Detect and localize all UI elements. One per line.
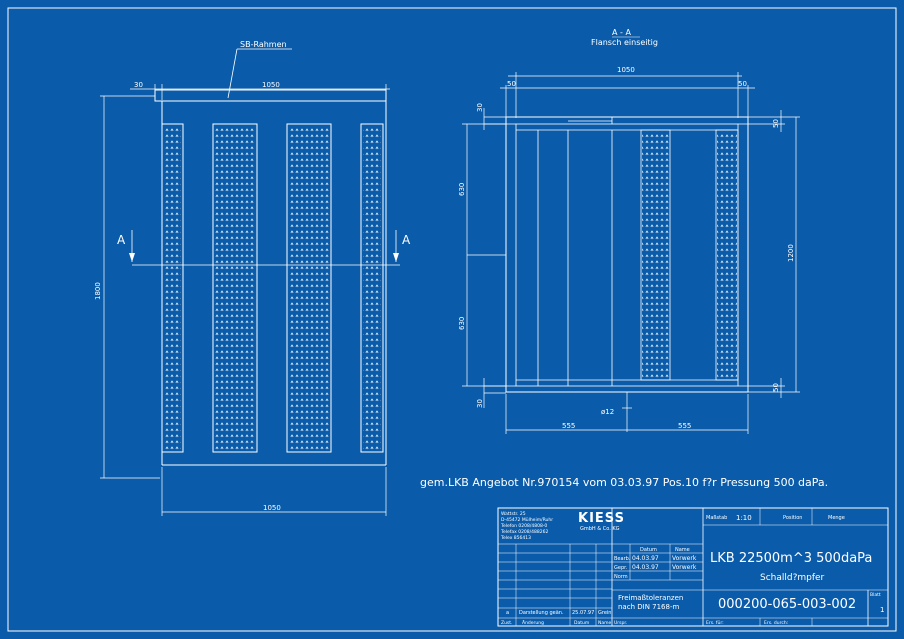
change-index: a bbox=[506, 610, 509, 616]
address-line: Wattstr. 25 bbox=[501, 511, 526, 517]
dim-bottom-30: 30 bbox=[476, 399, 484, 408]
row-name: Vorwerk bbox=[672, 564, 697, 571]
section-marker-left: A bbox=[117, 233, 126, 247]
title-block: Wattstr. 25 D-45472 Mülheim/Ruhr Telefon… bbox=[497, 507, 889, 627]
front-frame bbox=[154, 89, 387, 102]
dim-555-left: 555 bbox=[562, 422, 575, 430]
dim-left-50: 50 bbox=[507, 80, 516, 88]
footer-label: Änderung bbox=[522, 619, 544, 626]
order-note: gem.LKB Angebot Nr.970154 vom 03.03.97 P… bbox=[420, 476, 828, 489]
scale-value: 1:10 bbox=[736, 514, 752, 522]
scale-label: Maßstab bbox=[706, 515, 727, 521]
footer-label: Name bbox=[598, 620, 612, 626]
company-logo-sub: GmbH & Co. KG bbox=[580, 526, 620, 532]
drawing-border bbox=[7, 7, 897, 632]
dim-top-width: 1050 bbox=[262, 81, 280, 89]
footer-label: Zust. bbox=[501, 620, 512, 626]
address-line: Telefax 0208/488262 bbox=[500, 529, 548, 535]
section-marker-right: A bbox=[402, 233, 411, 247]
tolerance-line1: Freimaßtoleranzen bbox=[618, 594, 683, 602]
section-title: A - A bbox=[612, 28, 631, 37]
name-header: Name bbox=[675, 547, 690, 553]
date-header: Datum bbox=[640, 547, 657, 553]
row-label: Bearb. bbox=[614, 556, 631, 562]
dim-630-bottom: 630 bbox=[458, 317, 466, 330]
dim-top-left: 30 bbox=[134, 81, 143, 89]
dim-section-height: 1200 bbox=[787, 244, 795, 262]
dim-right-50: 50 bbox=[738, 80, 747, 88]
position-label: Position bbox=[783, 515, 802, 521]
address-line: Telex 856413 bbox=[500, 535, 531, 541]
row-date: 04.03.97 bbox=[632, 555, 659, 562]
dim-bottom-width: 1050 bbox=[263, 504, 281, 512]
sheet-value: 1 bbox=[880, 606, 884, 614]
section-view: A - A Flansch einseitig 1050 50 50 30 bbox=[458, 28, 800, 434]
row-date: 04.03.97 bbox=[632, 564, 659, 571]
footer-label: Ers. durch: bbox=[764, 620, 788, 626]
baffle-hatch bbox=[164, 126, 181, 450]
dim-right-top-50: 50 bbox=[772, 119, 780, 128]
footer-label: Urspr. bbox=[614, 620, 627, 626]
footer-label: Datum bbox=[574, 620, 589, 626]
quantity-label: Menge bbox=[828, 515, 845, 521]
company-logo: KIESS bbox=[578, 511, 625, 526]
address-line: D-45472 Mülheim/Ruhr bbox=[501, 517, 553, 523]
change-name: Grein bbox=[598, 610, 611, 616]
dim-width: 1050 bbox=[617, 66, 635, 74]
footer-label: Ers. für: bbox=[706, 620, 724, 626]
change-text: Darstellung geän. bbox=[519, 610, 564, 616]
row-label: Gepr. bbox=[614, 565, 628, 571]
section-subtitle: Flansch einseitig bbox=[591, 38, 658, 47]
section-baffle-hatch bbox=[642, 131, 669, 379]
frame-label: SB-Rahmen bbox=[240, 40, 287, 49]
drawing-subtitle: Schalld?mpfer bbox=[760, 573, 825, 583]
drawing-number: 000200-065-003-002 bbox=[718, 597, 856, 612]
dim-555-right: 555 bbox=[678, 422, 691, 430]
dim-630-top: 630 bbox=[458, 183, 466, 196]
tolerance-line2: nach DIN 7168-m bbox=[618, 603, 679, 611]
change-date: 25.07.97 bbox=[572, 610, 594, 616]
dim-diameter: ø12 bbox=[601, 408, 614, 416]
row-name: Vorwerk bbox=[672, 555, 697, 562]
drawing-title: LKB 22500m^3 500daPa bbox=[710, 551, 872, 566]
baffle bbox=[161, 123, 184, 453]
dim-right-bottom-50: 50 bbox=[772, 383, 780, 392]
baffle bbox=[286, 123, 332, 453]
baffle bbox=[212, 123, 258, 453]
address-line: Telefon 0208/4808-0 bbox=[500, 523, 547, 529]
baffle bbox=[360, 123, 384, 453]
section-housing bbox=[505, 116, 749, 393]
sheet-label: Blatt bbox=[870, 592, 881, 598]
dim-top-30: 30 bbox=[476, 103, 484, 112]
dim-height: 1800 bbox=[94, 282, 102, 300]
row-label: Norm bbox=[614, 574, 628, 580]
front-view: SB-Rahmen 30 1050 1800 bbox=[94, 40, 411, 516]
